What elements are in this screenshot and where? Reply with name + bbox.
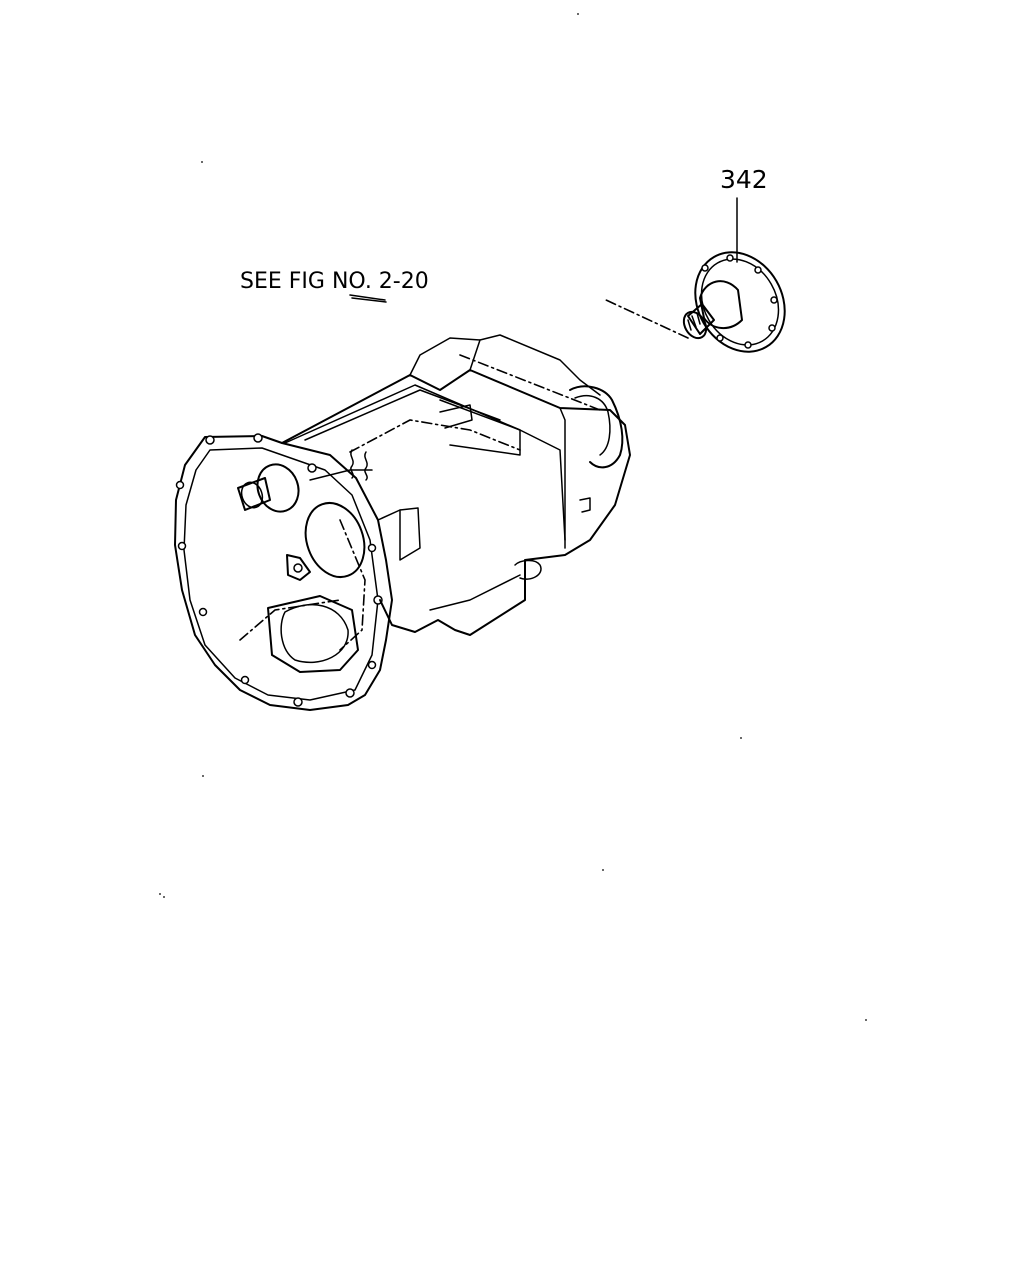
lower-inspection-opening <box>267 595 359 673</box>
transmission-assembly <box>174 334 631 711</box>
bell-housing-inner-edge <box>183 447 379 701</box>
see-fig-reference-label: SEE FIG NO. 2-20 <box>240 269 429 294</box>
bell-housing-flange <box>174 435 393 711</box>
assembly-centerline <box>605 299 689 339</box>
output-flange-342 <box>682 251 786 353</box>
input-shaft-bore <box>256 463 300 513</box>
rear-extension-housing <box>569 385 624 469</box>
scan-specks <box>159 13 867 1021</box>
reference-leader-line <box>349 294 386 301</box>
part-number-342-label: 342 <box>720 165 768 194</box>
clutch-release-opening <box>304 502 366 578</box>
reference-leader-line-diagonal <box>351 297 387 303</box>
